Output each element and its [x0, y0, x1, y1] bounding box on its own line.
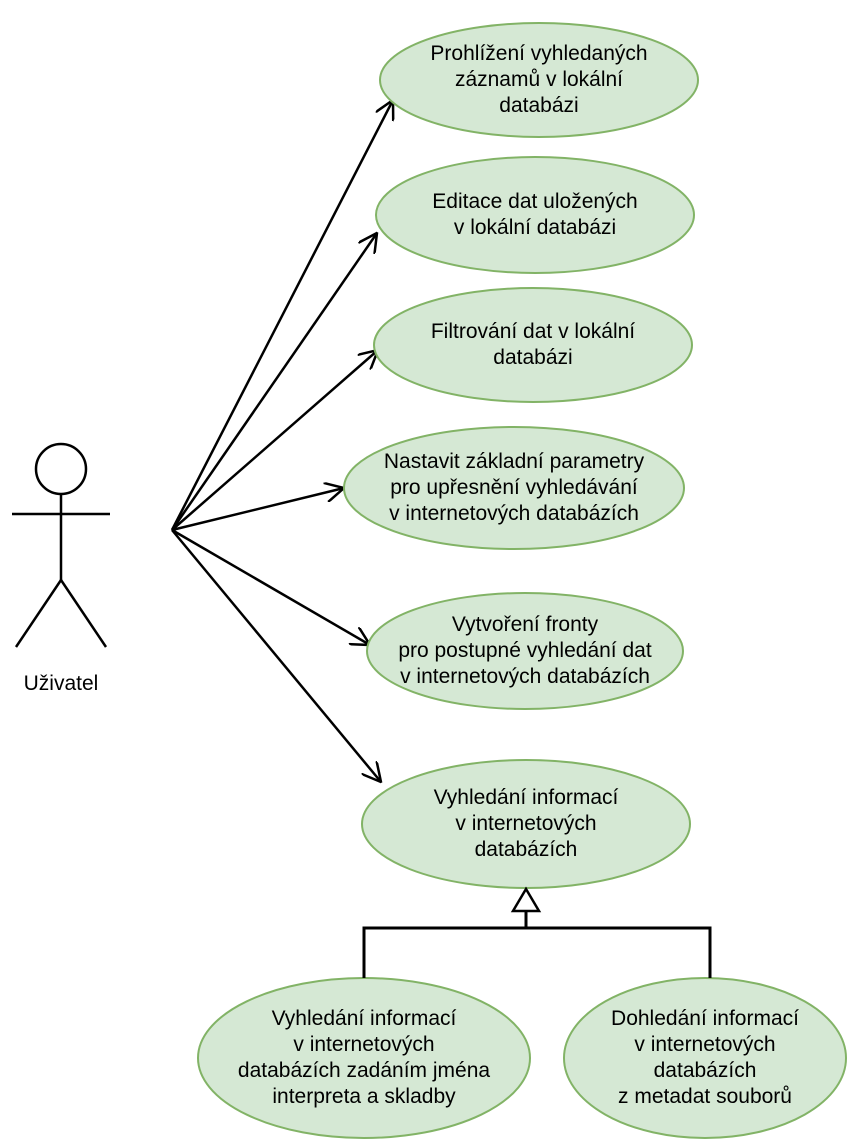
associations: [170, 100, 393, 782]
assoc-fronta: [171, 528, 370, 645]
use-case-label-vyhledani: Vyhledání informací v internetových data…: [433, 786, 619, 861]
use-case-editace[interactable]: [375, 156, 695, 274]
assoc-filtrovani: [171, 350, 378, 531]
actor-label: Uživatel: [23, 672, 99, 695]
use-case-filtrovani[interactable]: [373, 287, 693, 403]
use-case-dohledani-metadata[interactable]: [563, 977, 847, 1139]
use-case-label-prohlizeni: Prohlížení vyhledaných záznamů v lokální…: [430, 42, 648, 117]
use-case-label-vyhledani-jmeno: Vyhledání informací v internetových data…: [237, 1007, 491, 1108]
use-case-label-editace: Editace dat uložených v lokální databázi: [432, 190, 638, 239]
use-case-prohlizeni[interactable]: [379, 22, 699, 138]
use-case-label-fronta: Vytvoření fronty pro postupné vyhledání …: [398, 613, 652, 688]
actor-head: [34, 442, 88, 496]
assoc-prohlizeni: [170, 100, 393, 531]
assoc-nastavit: [171, 488, 344, 532]
actor-right-leg: [59, 579, 108, 648]
use-case-label-dohledani-metadata: Dohledání informací v internetových data…: [611, 1007, 799, 1108]
use-case-label-nastavit: Nastavit základní parametry pro upřesněn…: [383, 450, 645, 525]
actor-left-leg: [14, 579, 63, 648]
generalization: [362, 886, 712, 978]
assoc-editace: [170, 233, 377, 531]
generalization-connector: [362, 926, 712, 978]
use-case-fronta[interactable]: [366, 592, 684, 710]
actor-figure[interactable]: [12, 442, 110, 648]
use-case-nastavit[interactable]: [343, 426, 685, 550]
use-case-label-filtrovani: Filtrování dat v lokální databázi: [430, 320, 636, 369]
generalization-triangle: [510, 886, 542, 913]
assoc-vyhledani: [171, 529, 381, 782]
